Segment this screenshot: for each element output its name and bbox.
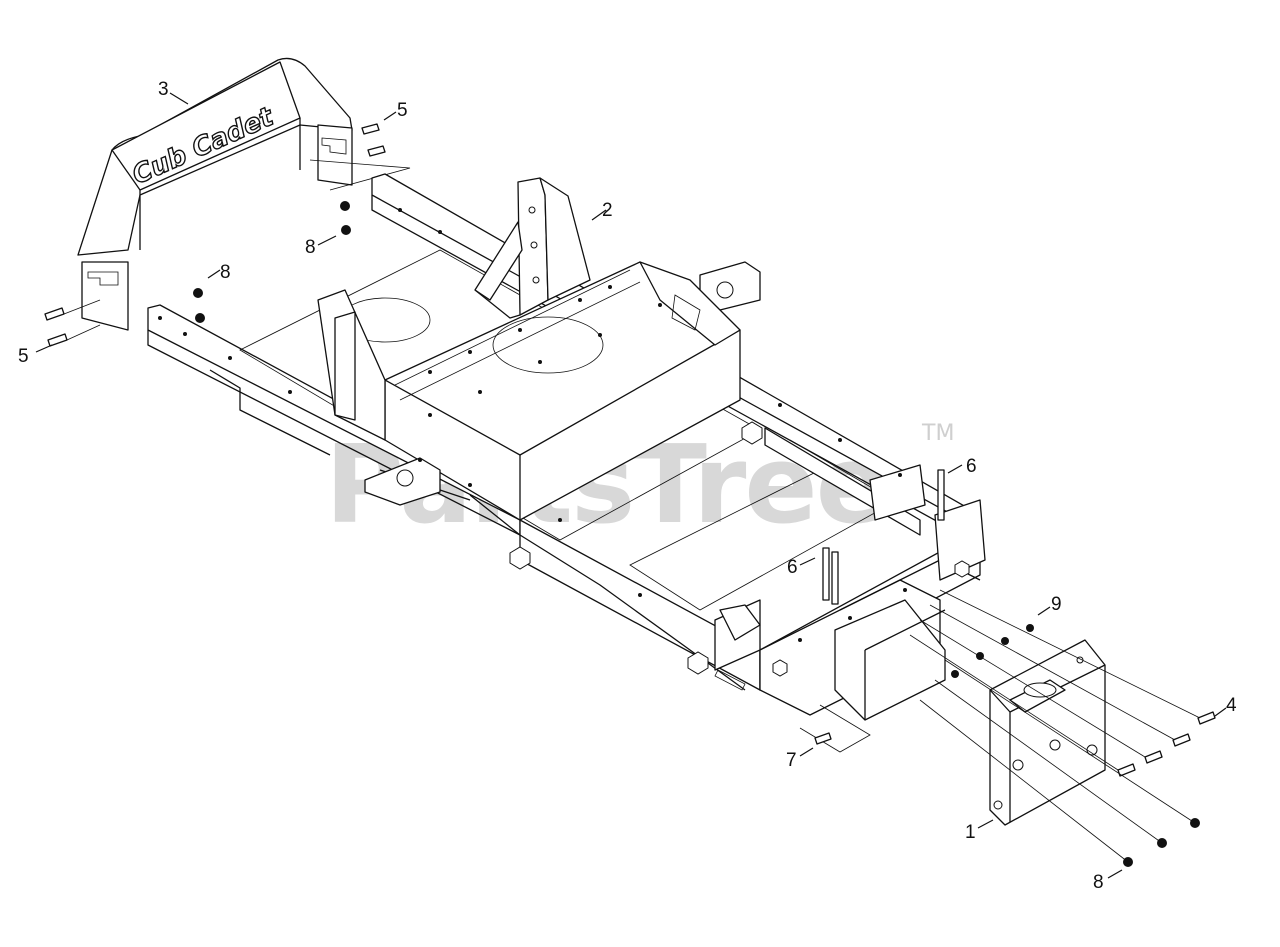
part-5-bolt[interactable] <box>47 333 68 347</box>
callout-3[interactable]: 3 <box>158 79 169 100</box>
part-9-nut[interactable] <box>1026 624 1034 632</box>
callout-2[interactable]: 2 <box>602 200 613 221</box>
part-9-nut[interactable] <box>951 670 959 678</box>
part-5-bolt[interactable] <box>367 145 386 157</box>
callout-5-top[interactable]: 5 <box>397 100 408 121</box>
part-3-rear-hood[interactable]: Cub Cadet <box>77 57 411 331</box>
callout-4[interactable]: 4 <box>1226 695 1237 716</box>
part-4-bolt[interactable] <box>1172 733 1191 747</box>
callout-5-left[interactable]: 5 <box>18 346 29 367</box>
callout-7[interactable]: 7 <box>786 750 797 771</box>
part-1-front-plate[interactable] <box>989 639 1106 826</box>
callout-6-center[interactable]: 6 <box>787 557 798 578</box>
part-6-bolt[interactable] <box>831 551 839 605</box>
part-4-bolt[interactable] <box>1144 750 1163 764</box>
callout-8-top[interactable]: 8 <box>305 237 316 258</box>
callout-8-bottom[interactable]: 8 <box>1093 872 1104 893</box>
part-5-bolt[interactable] <box>361 123 380 135</box>
part-8-nut[interactable] <box>195 313 205 323</box>
part-8-nut[interactable] <box>340 201 350 211</box>
part-9-nut[interactable] <box>1001 637 1009 645</box>
callout-6-right[interactable]: 6 <box>966 456 977 477</box>
part-7-bolt[interactable] <box>814 732 832 745</box>
part-9-nut[interactable] <box>976 652 984 660</box>
part-8-nut[interactable] <box>341 225 351 235</box>
part-4-bolt[interactable] <box>1197 711 1216 725</box>
fasteners <box>44 123 1216 867</box>
part-2-upright-bracket[interactable] <box>474 177 591 319</box>
part-8-nut[interactable] <box>193 288 203 298</box>
part-6-bolt[interactable] <box>822 547 830 601</box>
callout-1[interactable]: 1 <box>965 822 976 843</box>
part-5-bolt[interactable] <box>44 307 65 321</box>
callout-labels: 3 5 8 8 5 2 6 6 9 4 7 1 8 <box>18 79 1237 893</box>
callout-9[interactable]: 9 <box>1051 594 1062 615</box>
watermark-trademark: TM <box>921 421 954 446</box>
callout-leaders <box>35 92 1227 879</box>
part-6-bolt[interactable] <box>937 469 945 521</box>
callout-8-left[interactable]: 8 <box>220 262 231 283</box>
